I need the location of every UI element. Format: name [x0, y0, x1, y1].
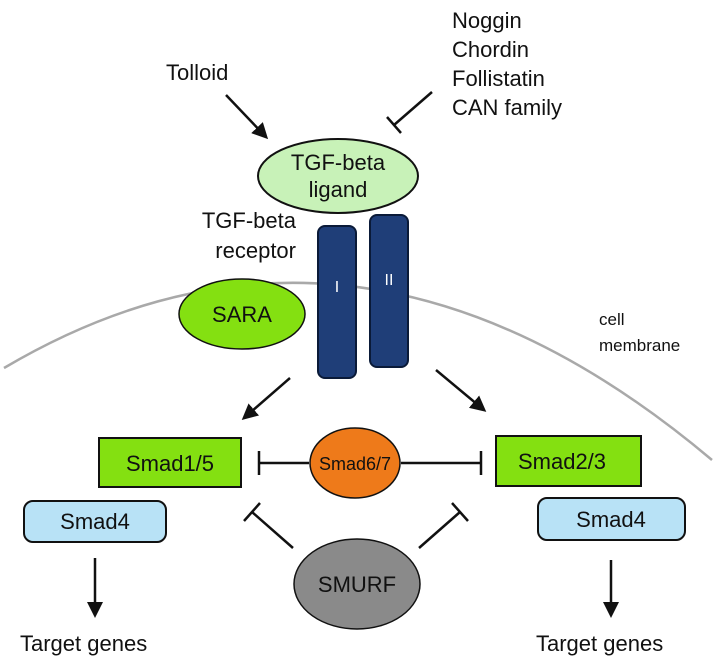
tolloid-label: Tolloid — [166, 60, 228, 85]
inhibitor-follistatin: Follistatin — [452, 66, 545, 91]
smad67-node — [309, 427, 401, 499]
smurf-node — [293, 538, 421, 630]
smad23-label: Smad2/3 — [518, 449, 606, 474]
ligand-label-line1: TGF-beta — [291, 150, 386, 175]
smad4-left-label: Smad4 — [60, 509, 130, 534]
smurf-to-smad23-line — [418, 511, 461, 549]
receptor-label-line2: receptor — [215, 238, 296, 263]
target-genes-left: Target genes — [20, 631, 147, 656]
cell-membrane-arc — [3, 281, 713, 461]
smurf-to-smad15-tbar — [243, 502, 261, 522]
tgf-beta-ligand — [257, 138, 419, 214]
sara-label: SARA — [212, 302, 272, 327]
sara-node — [178, 278, 306, 350]
smad4-left-box — [23, 500, 167, 543]
inhibitor-can-family: CAN family — [452, 95, 562, 120]
membrane-label-line2: membrane — [599, 336, 680, 355]
inhibitor-chordin: Chordin — [452, 37, 529, 62]
smad4-right-box — [537, 497, 686, 541]
membrane-label-line1: cell — [599, 310, 625, 329]
target-genes-right: Target genes — [536, 631, 663, 656]
inhibitor-noggin: Noggin — [452, 8, 522, 33]
receptor-type-ii-label: II — [385, 272, 394, 289]
receptor-to-smad23-arrow — [435, 369, 487, 412]
smad15-box — [98, 437, 242, 488]
smad23-box — [495, 435, 642, 487]
smad67-label: Smad6/7 — [319, 454, 391, 474]
receptor-type-i — [317, 225, 357, 379]
tolloid-to-ligand-arrow — [225, 94, 269, 140]
smad15-label: Smad1/5 — [126, 451, 214, 476]
smurf-to-smad23-tbar — [451, 502, 469, 522]
inhibitor-to-ligand-line — [393, 91, 433, 126]
smurf-label: SMURF — [318, 572, 396, 597]
receptor-type-ii — [369, 214, 409, 368]
ligand-label-line2: ligand — [309, 177, 368, 202]
receptor-to-smad15-arrow — [241, 377, 291, 420]
smad4-right-label: Smad4 — [576, 507, 646, 532]
inhibitor-to-ligand-tbar — [386, 116, 402, 134]
receptor-type-i-label: I — [335, 279, 339, 296]
receptor-label-line1: TGF-beta — [202, 208, 297, 233]
smurf-to-smad15-line — [251, 511, 294, 549]
